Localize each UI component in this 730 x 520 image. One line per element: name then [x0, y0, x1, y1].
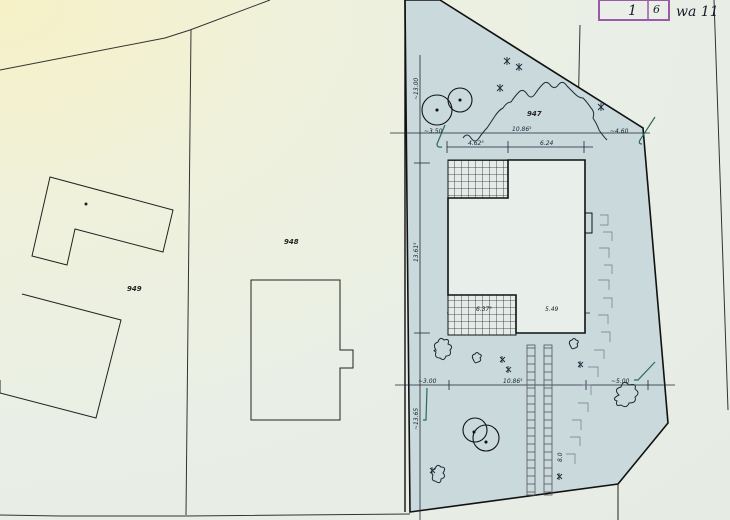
building-l-shape	[31, 176, 174, 266]
terrace-north	[447, 159, 509, 199]
dim-top-setback-left: ~3.50	[424, 128, 443, 135]
dim-top-total: 10.86⁵	[512, 126, 532, 133]
dim-bottom-setback-right: ~5.00	[611, 378, 630, 385]
dim-bottom-setback-left: ~3.00	[418, 378, 437, 385]
parcel-label-947: 947	[527, 110, 542, 118]
parcel-label-948: 948	[284, 238, 299, 246]
building-square	[0, 293, 122, 419]
dim-house-depth: 13.61⁵	[413, 242, 420, 262]
hedge-planting	[462, 81, 608, 142]
stamp-number-left: 1	[628, 3, 637, 19]
stamp-text: wa 11	[676, 4, 719, 20]
dim-top-seg-right: 6.24	[540, 140, 554, 147]
dim-path-length: 8.0	[557, 452, 564, 462]
stepping-stone-path	[566, 214, 613, 464]
parcel-948-building	[250, 279, 354, 421]
parcel-label-949: 949	[127, 285, 142, 293]
dim-south-depth: ~13.65	[413, 408, 420, 430]
archive-stamp: 1 6 wa 11	[598, 0, 719, 21]
driveway-strips	[526, 344, 553, 496]
dim-north-depth: ~13.00	[413, 78, 420, 100]
dim-bottom-total: 10.86⁵	[503, 378, 523, 385]
dim-top-setback-right: ~4.60	[610, 128, 629, 135]
stamp-number-right: 6	[653, 3, 660, 16]
trees	[421, 87, 500, 452]
parcel-949-buildings	[0, 176, 174, 419]
bushes	[430, 337, 639, 484]
terrace-south	[447, 294, 517, 336]
entrance-steps	[584, 212, 593, 234]
dim-house-right-seg: 5.49	[545, 306, 559, 313]
setback-annotations	[423, 116, 656, 421]
dim-top-seg-left: 4.62⁵	[468, 140, 484, 147]
dim-terrace-width: 6.37⁵	[476, 306, 492, 313]
flower-stars	[429, 57, 605, 480]
